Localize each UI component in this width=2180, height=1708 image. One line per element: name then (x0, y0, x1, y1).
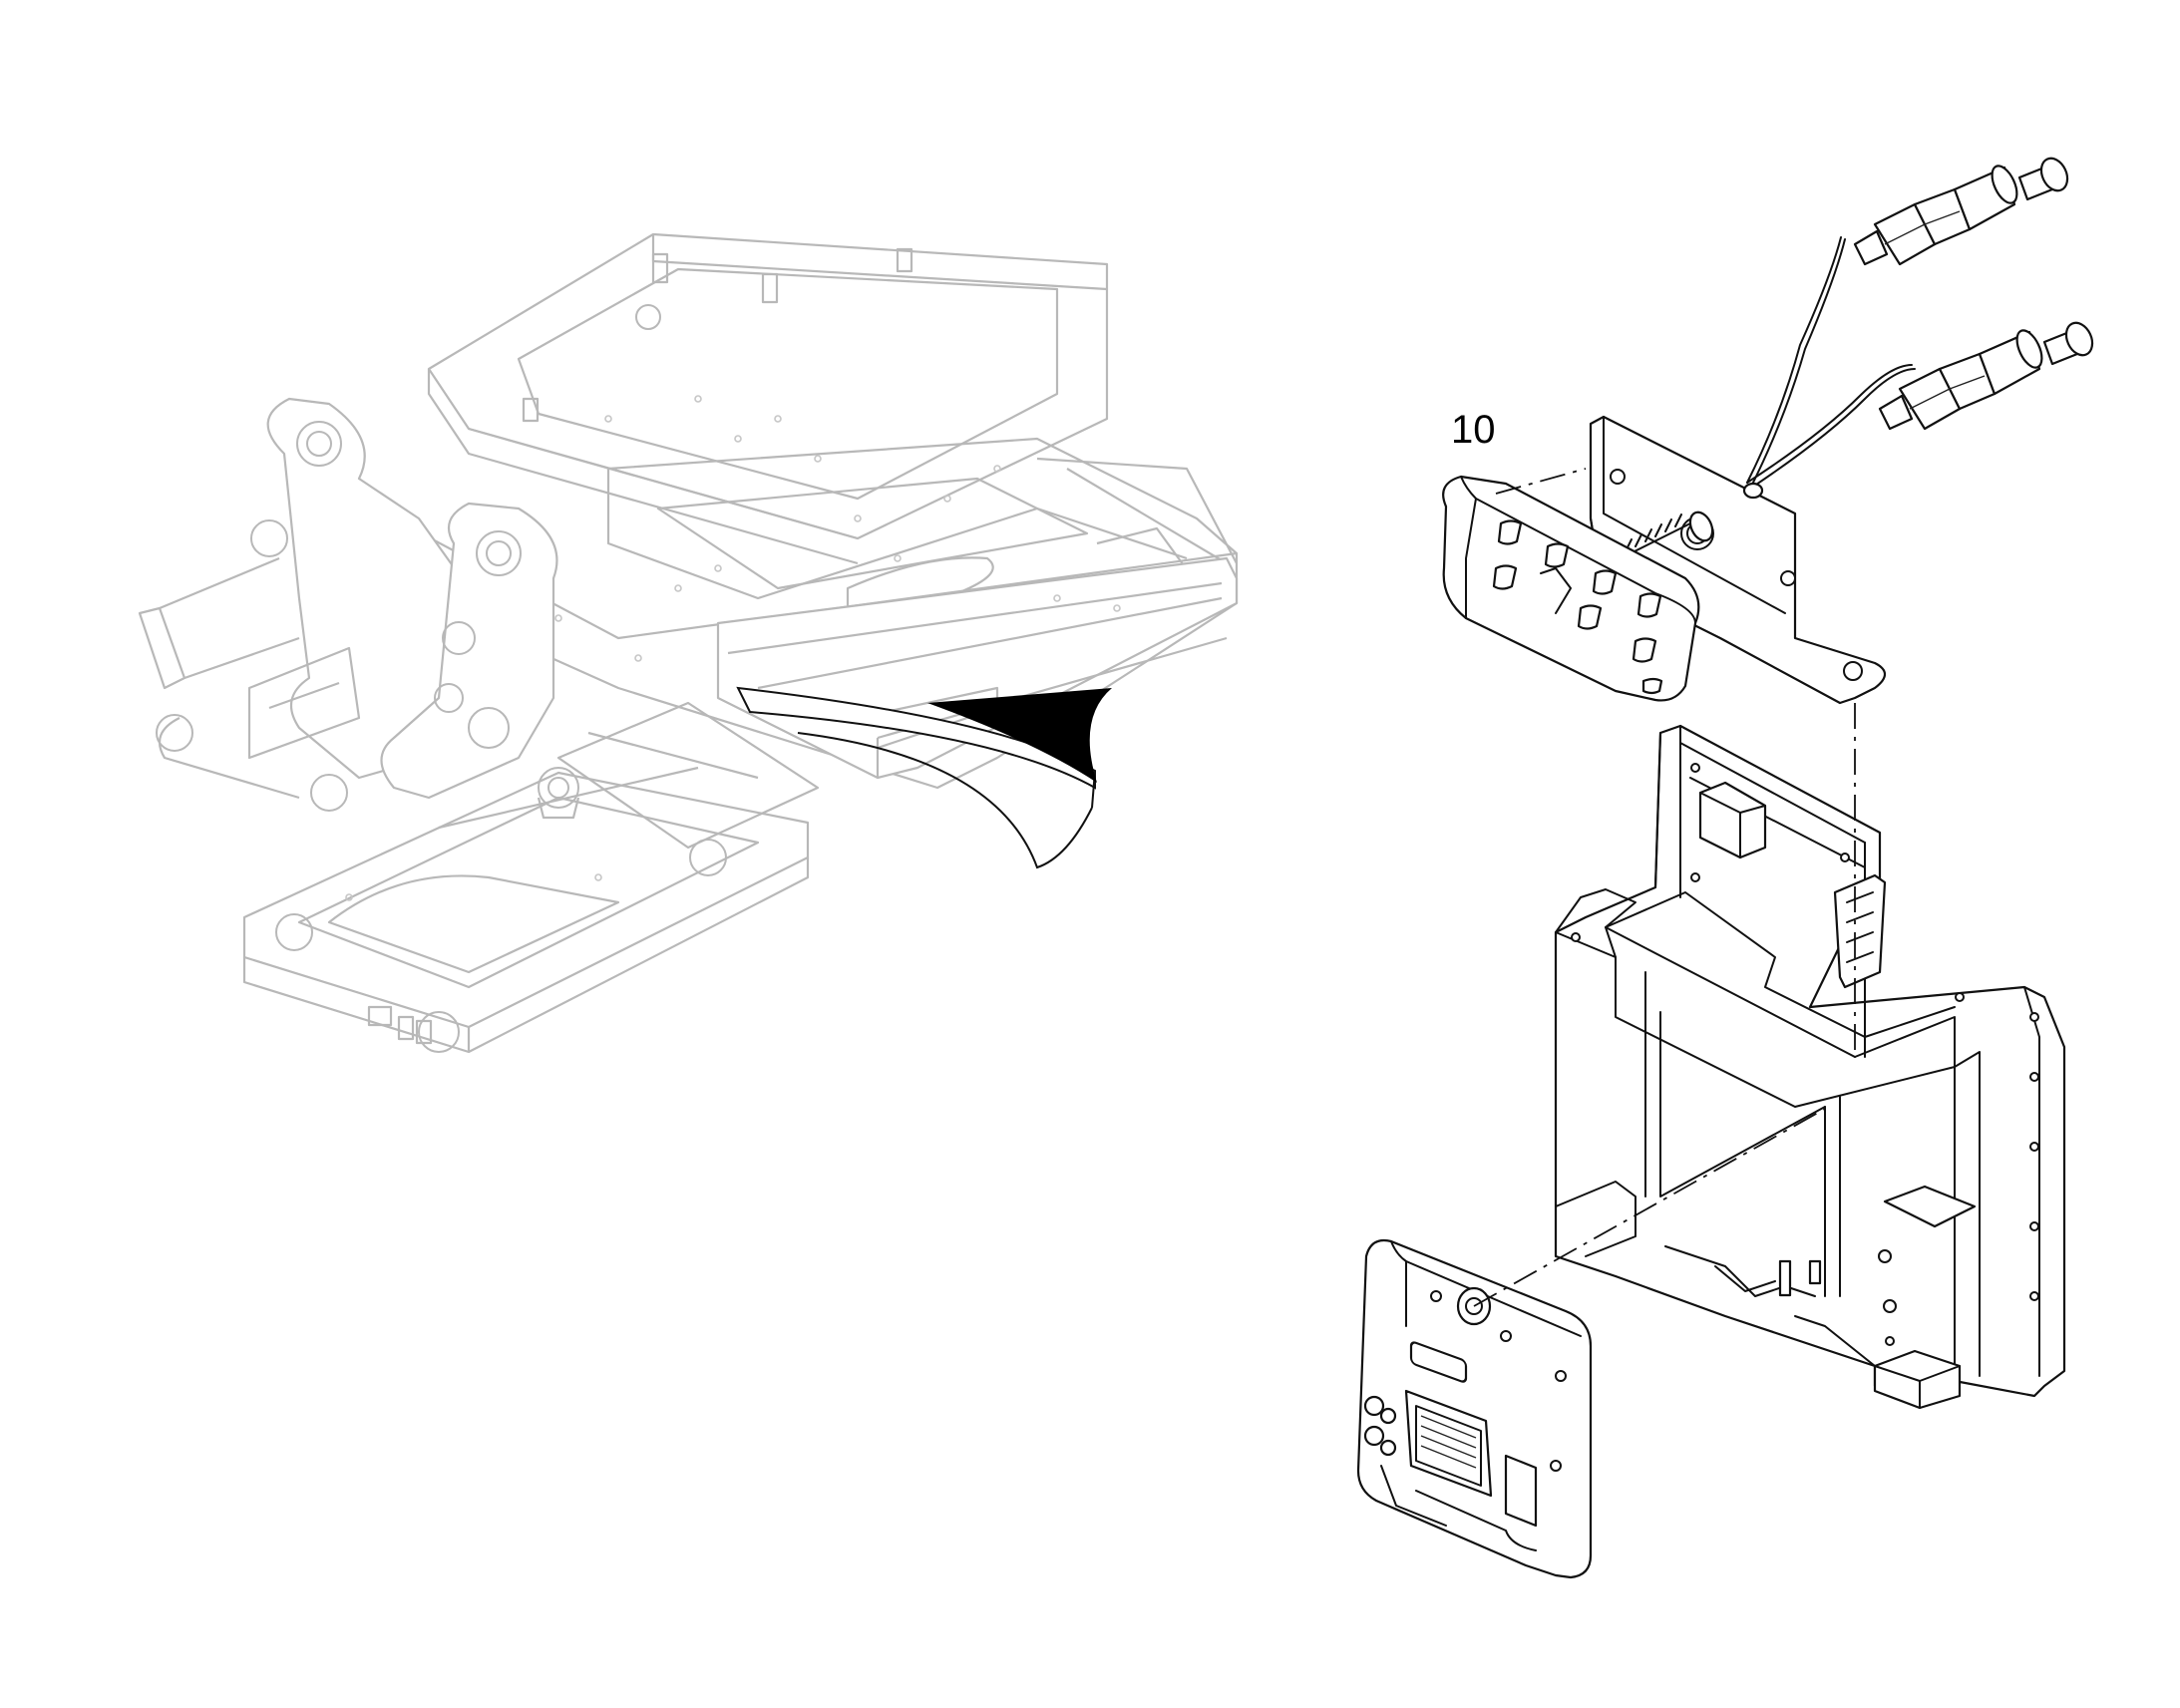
assembly-leader-lines (1473, 468, 1856, 1307)
location-pointer-arrow (736, 686, 1112, 869)
control-unit (1356, 1238, 1593, 1579)
housing-slots (1492, 519, 1663, 695)
frame-mounting-holes (1571, 763, 2039, 1346)
sensor-housing (1442, 475, 1700, 702)
frame-bolt-holes (345, 395, 1121, 901)
item-number-callout: 10 (1451, 408, 1496, 452)
cable-harness (1742, 157, 2094, 500)
mounting-frame (1554, 724, 2066, 1410)
connector-upper (1853, 157, 2069, 266)
machine-frame-ghost (138, 232, 1239, 1054)
connector-lower (1878, 321, 2094, 431)
